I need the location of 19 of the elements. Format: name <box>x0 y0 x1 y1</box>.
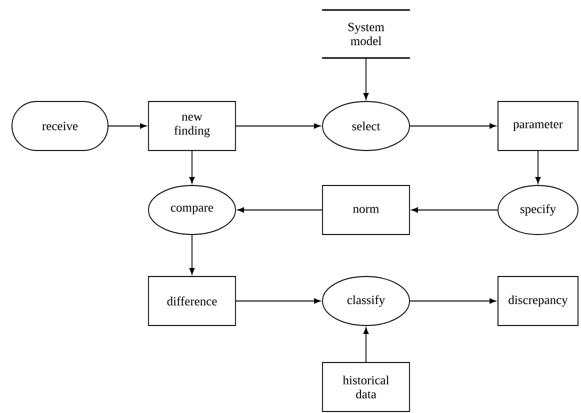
process-box: discrepancy <box>498 276 578 326</box>
arrow <box>237 207 322 213</box>
arrow <box>189 234 195 275</box>
arrow <box>236 123 321 129</box>
arrow <box>363 327 369 362</box>
arrow <box>410 123 496 129</box>
process-box: historical data <box>322 362 410 412</box>
process-box: difference <box>148 276 236 326</box>
arrow <box>108 123 147 129</box>
process-box: parameter <box>498 101 578 151</box>
process-box: norm <box>322 185 410 235</box>
arrow <box>411 207 498 213</box>
arrow <box>236 298 321 304</box>
arrow <box>189 150 195 184</box>
arrow <box>410 298 496 304</box>
process-box: new finding <box>148 101 236 151</box>
data-store: System model <box>322 9 410 59</box>
arrow <box>535 150 541 184</box>
arrow <box>363 58 369 100</box>
